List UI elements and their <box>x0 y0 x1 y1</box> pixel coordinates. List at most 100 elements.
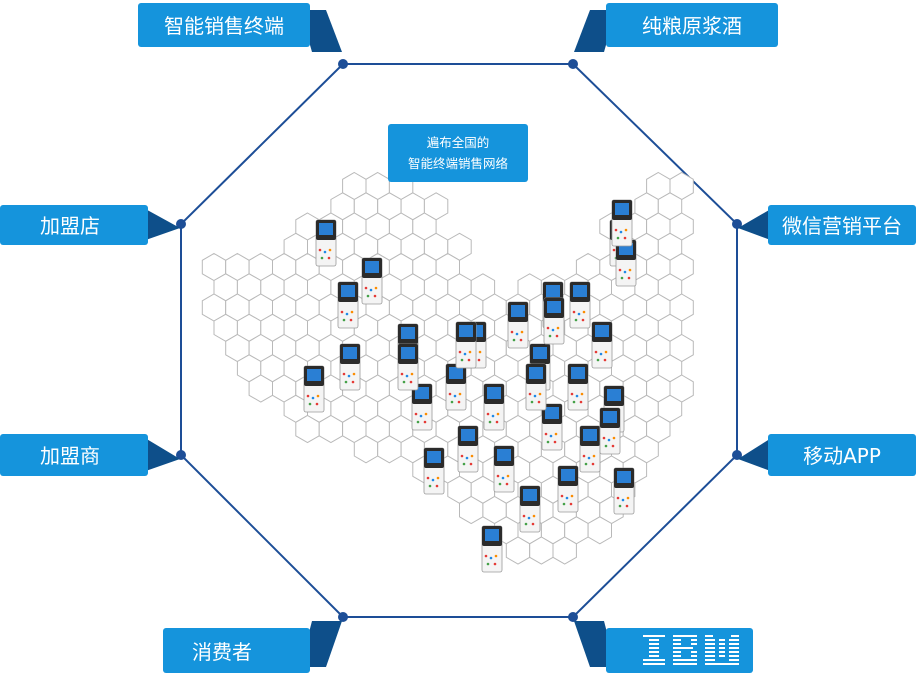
terminal-dot <box>620 276 624 280</box>
box-tab <box>300 621 342 667</box>
terminal-dot <box>426 476 430 480</box>
terminal-dot <box>448 392 452 396</box>
terminal-dot <box>591 462 595 466</box>
terminal-dot <box>419 414 423 418</box>
terminal-dot <box>457 400 461 404</box>
terminal-screen <box>319 223 333 235</box>
terminal-screen <box>497 449 511 461</box>
node-label: 微信营销平台 <box>782 214 902 238</box>
terminal-dot <box>546 326 550 330</box>
terminal-dot <box>616 496 620 500</box>
node-label: 移动APP <box>803 444 881 468</box>
terminal-dot <box>572 310 576 314</box>
terminal-dot <box>414 412 418 416</box>
terminal-dot <box>612 436 616 440</box>
center-label-box <box>388 124 528 182</box>
terminal-dot <box>626 496 630 500</box>
terminal-screen <box>545 407 559 419</box>
box-body <box>163 628 310 673</box>
terminal-dot <box>616 236 620 240</box>
terminal-screen <box>401 327 415 339</box>
terminal-screen <box>615 203 629 215</box>
terminal-dot <box>501 476 505 480</box>
ibm-logo-stripe <box>673 663 697 665</box>
terminal-dot <box>463 352 467 356</box>
terminal-dot <box>494 554 498 558</box>
center-label-line2: 智能终端销售网络 <box>408 156 509 171</box>
terminal-dot <box>320 256 324 260</box>
corner-dot <box>568 612 578 622</box>
terminal-dot <box>592 454 596 458</box>
terminal-device-icon <box>613 467 635 515</box>
terminal-dot <box>424 412 428 416</box>
box-tab <box>738 206 776 242</box>
terminal-device-icon <box>445 363 467 411</box>
terminal-dot <box>400 372 404 376</box>
terminal-dot <box>342 318 346 322</box>
terminal-dot <box>614 228 618 232</box>
terminal-dot <box>618 504 622 508</box>
ibm-logo-cut <box>681 639 691 647</box>
terminal-device-icon <box>303 365 325 413</box>
terminal-dot <box>436 476 440 480</box>
terminal-dot <box>402 380 406 384</box>
terminal-dot <box>625 504 629 508</box>
terminal-dot <box>512 338 516 342</box>
ibm-logo-stripe <box>643 639 665 641</box>
terminal-device-icon <box>599 407 621 455</box>
terminal-dot <box>458 392 462 396</box>
terminal-dot <box>587 456 591 460</box>
terminal-dot <box>366 294 370 298</box>
ibm-logo-cut <box>693 647 697 651</box>
ibm-logo-stripe <box>643 659 665 661</box>
terminal-dot <box>495 420 499 424</box>
terminal-screen <box>603 411 617 423</box>
terminal-dot <box>340 310 344 314</box>
terminal-dot <box>349 318 353 322</box>
terminal-dot <box>527 516 531 520</box>
terminal-dot <box>549 434 553 438</box>
box-body <box>606 3 778 47</box>
terminal-dot <box>478 350 482 354</box>
terminal-device-icon <box>361 257 383 305</box>
terminal-dot <box>465 456 469 460</box>
terminal-device-icon <box>457 425 479 473</box>
terminal-device-icon <box>615 239 637 287</box>
terminal-dot <box>374 286 378 290</box>
terminal-markers <box>303 199 637 573</box>
terminal-dot <box>553 440 557 444</box>
box-tab <box>140 435 180 473</box>
center-label-line1: 遍布全国的 <box>427 135 490 150</box>
terminal-dot <box>468 350 472 354</box>
node-label: 纯粮原浆酒 <box>642 14 742 38</box>
terminal-dot <box>352 372 356 376</box>
ibm-logo-cut <box>713 635 731 637</box>
terminal-dot <box>532 514 536 518</box>
terminal-dot <box>579 400 583 404</box>
terminal-dot <box>623 236 627 240</box>
box-body <box>768 434 916 476</box>
terminal-screen <box>617 471 631 483</box>
terminal-dot <box>575 394 579 398</box>
terminal-dot <box>369 288 373 292</box>
ibm-logo-stripe <box>643 635 665 637</box>
terminal-dot <box>409 380 413 384</box>
terminal-dot <box>530 400 534 404</box>
node-smart-terminal: 智能销售终端 <box>138 3 342 52</box>
ibm-logo-stripe <box>719 655 725 657</box>
terminal-screen <box>529 367 543 379</box>
terminal-device-icon <box>525 363 547 411</box>
terminal-dot <box>410 372 414 376</box>
terminal-dot <box>316 394 320 398</box>
terminal-device-icon <box>455 321 477 369</box>
terminal-dot <box>515 332 519 336</box>
terminal-dot <box>318 248 322 252</box>
terminal-dot <box>505 482 509 486</box>
terminal-dot <box>572 400 576 404</box>
terminal-dot <box>315 402 319 406</box>
terminal-dot <box>618 268 622 272</box>
terminal-dot <box>486 562 490 566</box>
node-pure-liquor: 纯粮原浆酒 <box>574 3 778 52</box>
terminal-screen <box>401 347 415 359</box>
terminal-dot <box>467 358 471 362</box>
